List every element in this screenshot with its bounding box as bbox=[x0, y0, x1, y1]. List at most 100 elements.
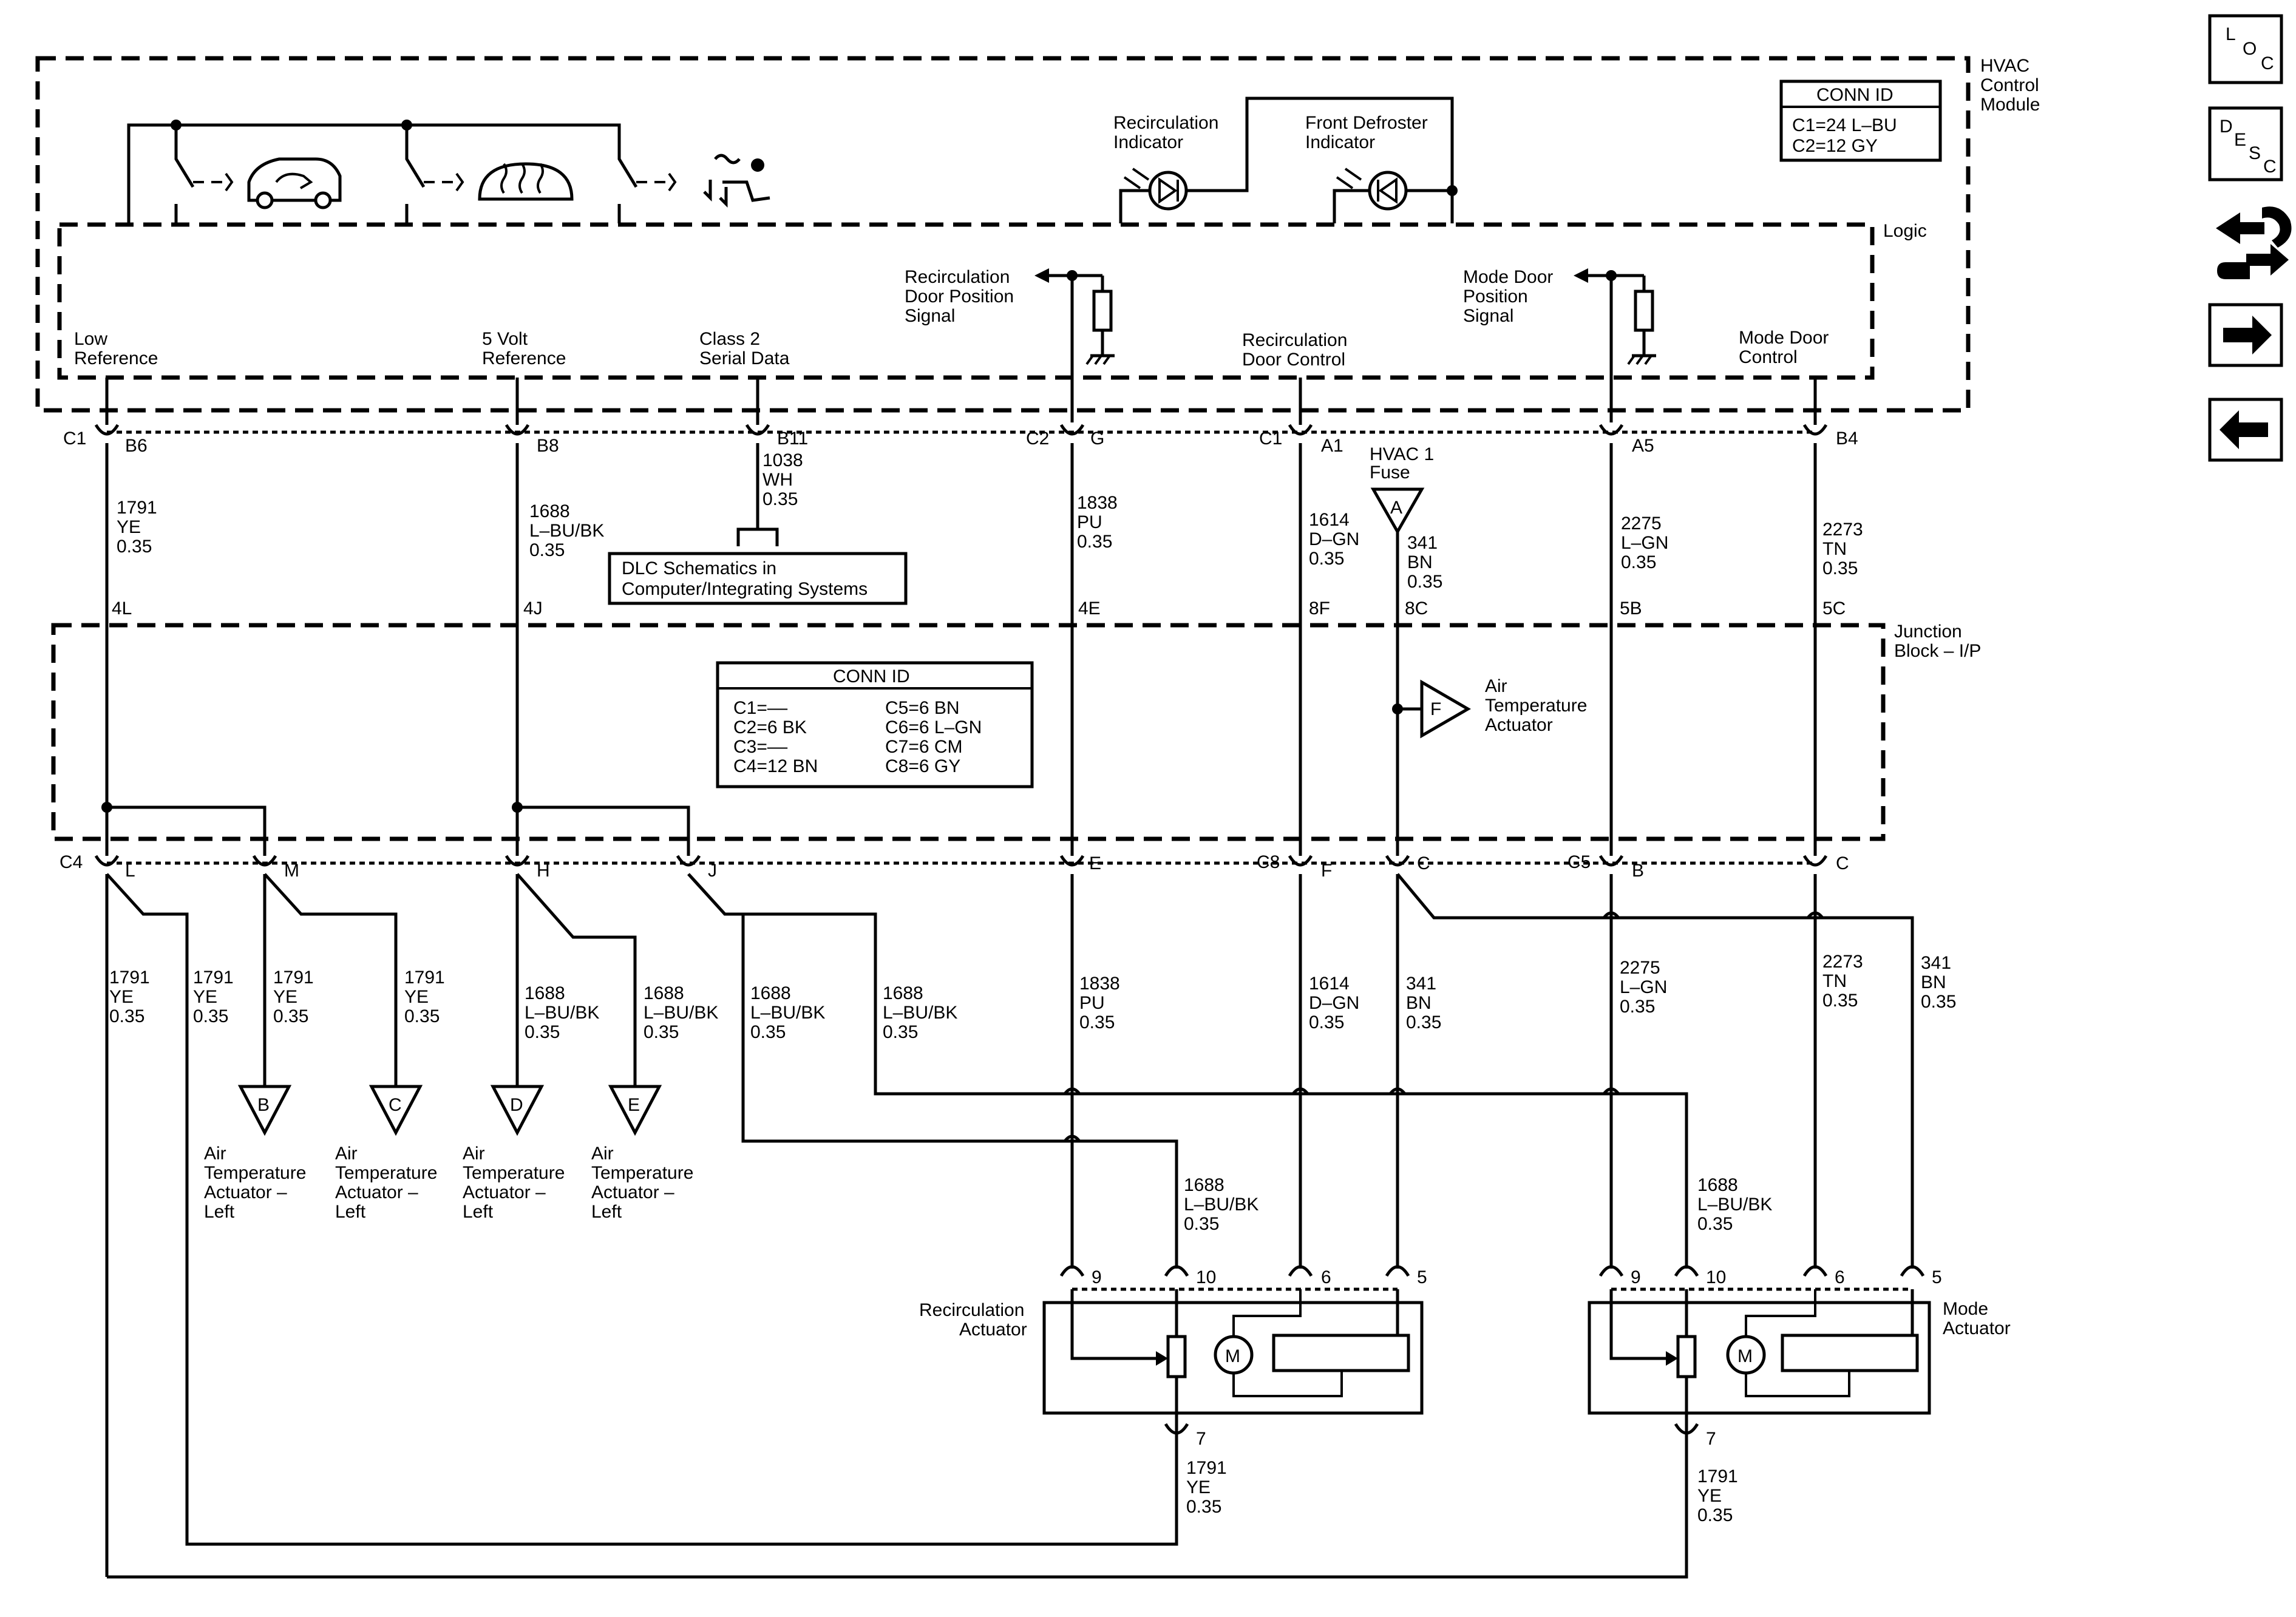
mode-actuator-label-1: Mode bbox=[1943, 1299, 1988, 1319]
offpage-e-l4: Left bbox=[591, 1202, 622, 1222]
bottom-connector-row: C4 L M H J E C8 F C C5 B C bbox=[59, 852, 1849, 881]
pin-e: E bbox=[1089, 853, 1101, 873]
l-1688-2c: 0.35 bbox=[644, 1022, 679, 1042]
offpage-d-letter: D bbox=[510, 1095, 523, 1115]
loc-letter-l: L bbox=[2226, 24, 2236, 44]
l-341-2a: 341 bbox=[1921, 953, 1951, 973]
offpage-b-l2: Temperature bbox=[204, 1163, 306, 1183]
u-2275-c: 0.35 bbox=[1621, 552, 1656, 572]
desc-letter-e: E bbox=[2234, 130, 2246, 150]
offpage-e: E Air Temperature Actuator – Left bbox=[591, 1085, 693, 1222]
junction-conn-id-box: CONN ID C1=–– C2=6 BK C3=–– C4=12 BN C5=… bbox=[716, 661, 1034, 788]
pin-8f: 8F bbox=[1309, 598, 1330, 619]
u-1838-a: 1838 bbox=[1077, 493, 1118, 513]
jconn-r4: C8=6 GY bbox=[885, 756, 960, 776]
pin-c-2273: C bbox=[1836, 853, 1849, 873]
conn-id-title: CONN ID bbox=[1816, 85, 1894, 105]
u-1791-c: 0.35 bbox=[117, 537, 152, 557]
l-1791-3b: YE bbox=[273, 987, 297, 1007]
mode-door-pos-1: Mode Door bbox=[1463, 267, 1553, 287]
l-1791-4c: 0.35 bbox=[404, 1006, 440, 1026]
recirc-actuator-label-1: Recirculation bbox=[919, 1300, 1024, 1320]
upper-wire-labels: 1791 YE 0.35 1688 L–BU/BK 0.35 1038 WH 0… bbox=[117, 450, 1863, 592]
l-1688-1c: 0.35 bbox=[525, 1022, 560, 1042]
l-1688-1a: 1688 bbox=[525, 983, 565, 1003]
offpage-c-l4: Left bbox=[335, 1202, 366, 1222]
l-1614-c: 0.35 bbox=[1309, 1012, 1344, 1032]
desc-button[interactable]: D E S C bbox=[2208, 106, 2283, 181]
l-341-1b: BN bbox=[1406, 993, 1432, 1013]
jconn-r1: C5=6 BN bbox=[885, 698, 960, 718]
l-2273-c: 0.35 bbox=[1822, 991, 1858, 1011]
class2-1: Class 2 bbox=[699, 329, 760, 349]
l-1688-4c: 0.35 bbox=[883, 1022, 918, 1042]
previous-page-arrow[interactable] bbox=[2208, 398, 2283, 462]
pin-g: G bbox=[1090, 429, 1104, 449]
mode-pin-9: 9 bbox=[1631, 1267, 1641, 1287]
l-341-2b: BN bbox=[1921, 972, 1946, 992]
air-temp-f-letter: F bbox=[1430, 699, 1441, 719]
loc-letter-o: O bbox=[2243, 39, 2257, 59]
pin-8c: 8C bbox=[1405, 598, 1428, 619]
l-1791-2a: 1791 bbox=[193, 968, 234, 988]
loc-button[interactable]: L O C bbox=[2208, 14, 2283, 84]
u-1838-b: PU bbox=[1077, 512, 1102, 532]
fuse-label-1: HVAC 1 bbox=[1370, 444, 1434, 464]
recirc-motor-m: M bbox=[1225, 1346, 1240, 1366]
offpage-b-l4: Left bbox=[204, 1202, 235, 1222]
pin-4e: 4E bbox=[1078, 598, 1101, 619]
l-1688-5a: 1688 bbox=[1184, 1175, 1224, 1195]
u-341-a: 341 bbox=[1407, 533, 1438, 553]
recirc-pin-5: 5 bbox=[1417, 1267, 1427, 1287]
pin-b6: B6 bbox=[125, 436, 148, 456]
conn-id-row-1: C1=24 L–BU bbox=[1792, 115, 1897, 135]
recirc-pin-6: 6 bbox=[1321, 1267, 1331, 1287]
l-2275-b: L–GN bbox=[1620, 977, 1667, 997]
conn-c1-right: C1 bbox=[1259, 429, 1282, 449]
recirc-pin-9: 9 bbox=[1092, 1267, 1102, 1287]
l-2275-a: 2275 bbox=[1620, 958, 1660, 978]
pin-b: B bbox=[1632, 861, 1644, 881]
air-temp-actuator-f: F Air Temperature Actuator bbox=[1392, 676, 1587, 739]
air-temp-f-label-1: Air bbox=[1485, 676, 1507, 696]
five-volt-ref-2: Reference bbox=[482, 348, 566, 368]
recirc-door-control-1: Recirculation bbox=[1242, 330, 1347, 350]
l-2275-c: 0.35 bbox=[1620, 997, 1655, 1017]
pin-4j: 4J bbox=[523, 598, 543, 619]
l-1791-3a: 1791 bbox=[273, 968, 314, 988]
l-1614-b: D–GN bbox=[1309, 993, 1359, 1013]
junction-pin-labels: 4L 4J 4E 8F 8C 5B 5C bbox=[112, 598, 1846, 619]
low-reference-2: Reference bbox=[74, 348, 158, 368]
offpage-b-l3: Actuator – bbox=[204, 1182, 287, 1202]
u-1838-c: 0.35 bbox=[1077, 532, 1112, 552]
front-defroster-label-1: Front Defroster bbox=[1305, 113, 1428, 133]
l-2273-b: TN bbox=[1822, 971, 1847, 991]
conn-c4: C4 bbox=[59, 852, 83, 872]
l-1614-a: 1614 bbox=[1309, 974, 1350, 994]
mode-door-control-2: Control bbox=[1739, 347, 1798, 367]
front-defroster-indicator: Front Defroster Indicator bbox=[1305, 113, 1428, 211]
l-1791-6a: 1791 bbox=[1697, 1466, 1738, 1486]
low-reference-1: Low bbox=[74, 329, 107, 349]
connector-tool-icon[interactable] bbox=[2216, 206, 2292, 279]
offpage-d-l1: Air bbox=[463, 1144, 485, 1164]
l-1791-5a: 1791 bbox=[1186, 1458, 1227, 1478]
offpage-b-l1: Air bbox=[204, 1144, 226, 1164]
u-1614-b: D–GN bbox=[1309, 529, 1359, 549]
pin-a1: A1 bbox=[1321, 436, 1343, 456]
desc-letter-d: D bbox=[2220, 117, 2233, 137]
u-1791-b: YE bbox=[117, 517, 141, 537]
l-1838-b: PU bbox=[1079, 993, 1105, 1013]
offpage-c-l1: Air bbox=[335, 1144, 358, 1164]
next-page-arrow[interactable] bbox=[2208, 303, 2283, 367]
offpage-d: D Air Temperature Actuator – Left bbox=[463, 1085, 565, 1222]
offpage-c-letter: C bbox=[389, 1095, 402, 1115]
pin-f: F bbox=[1321, 861, 1332, 881]
recirculation-actuator: Recirculation Actuator 9 10 6 5 M 7 bbox=[919, 1265, 1427, 1449]
pin-c-341: C bbox=[1417, 853, 1430, 873]
u-341-b: BN bbox=[1407, 552, 1433, 572]
l-1791-3c: 0.35 bbox=[273, 1006, 308, 1026]
module-label-3: Module bbox=[1980, 95, 2040, 115]
